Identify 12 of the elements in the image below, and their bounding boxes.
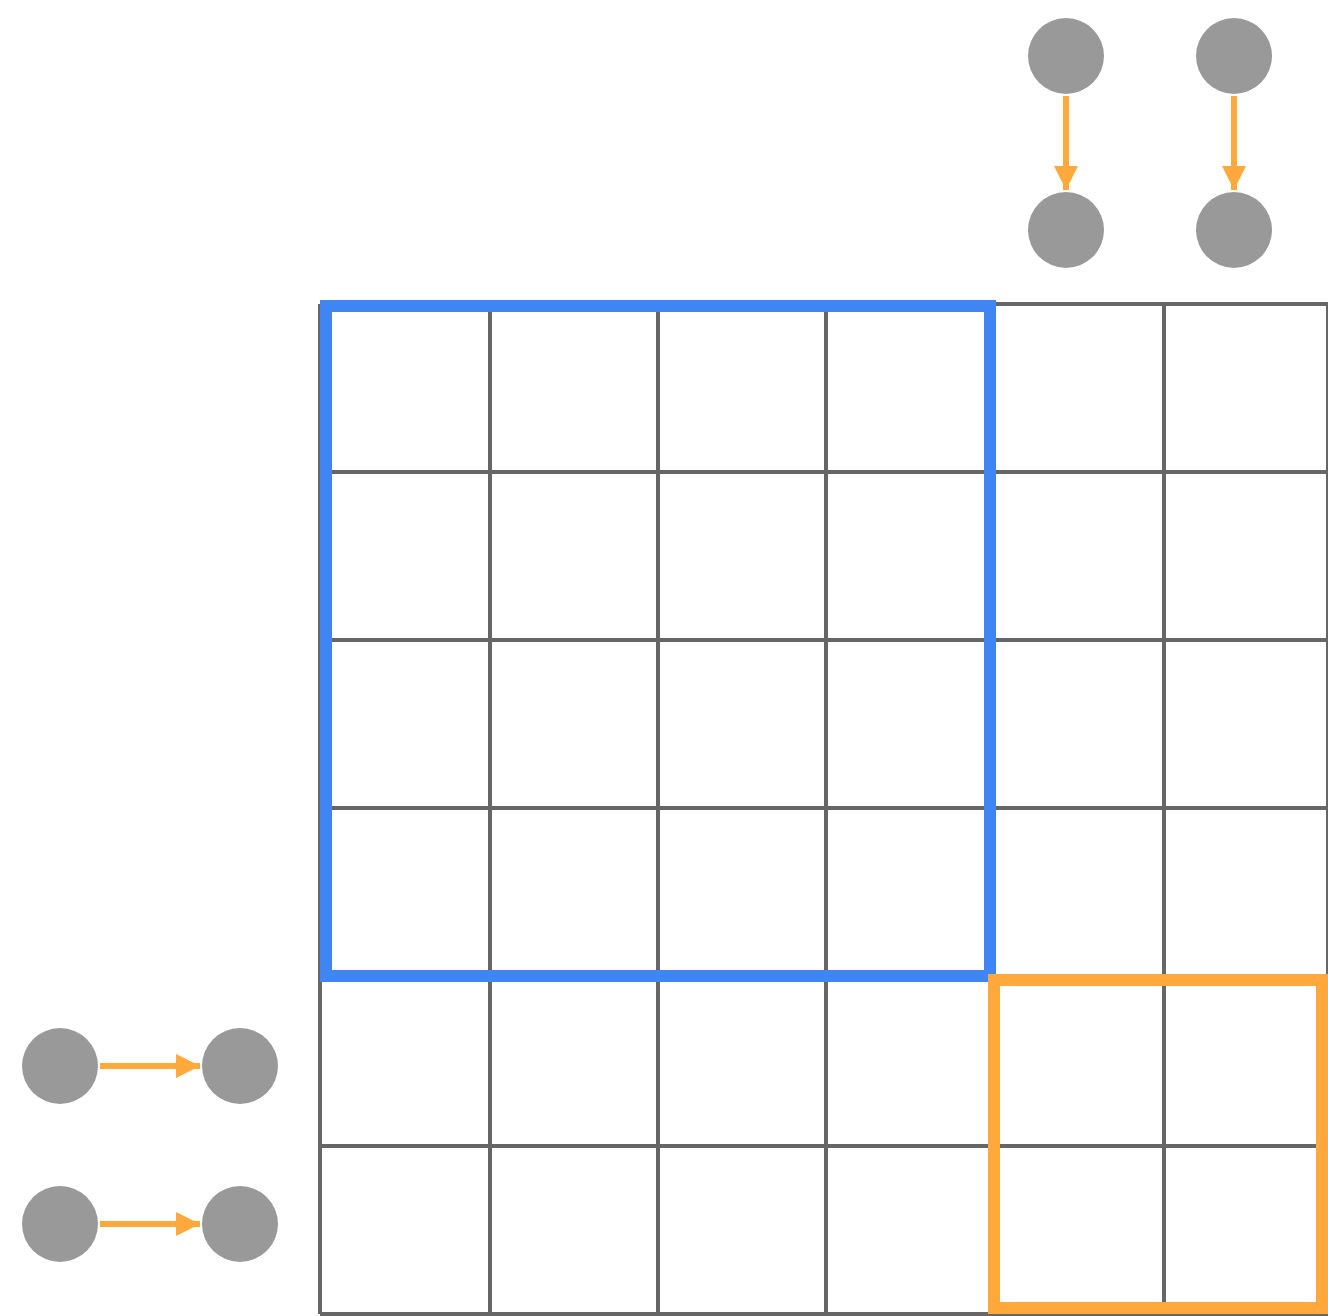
circle-node (1196, 18, 1272, 94)
circle-node (202, 1028, 278, 1104)
arrow (100, 1054, 200, 1078)
circle-node (22, 1028, 98, 1104)
arrow (100, 1212, 200, 1236)
arrow (1222, 96, 1246, 190)
circle-node (202, 1186, 278, 1262)
circle-node (22, 1186, 98, 1262)
circle-node (1028, 18, 1104, 94)
circle-node (1028, 192, 1104, 268)
circle-node (1196, 192, 1272, 268)
arrow (1054, 96, 1078, 190)
